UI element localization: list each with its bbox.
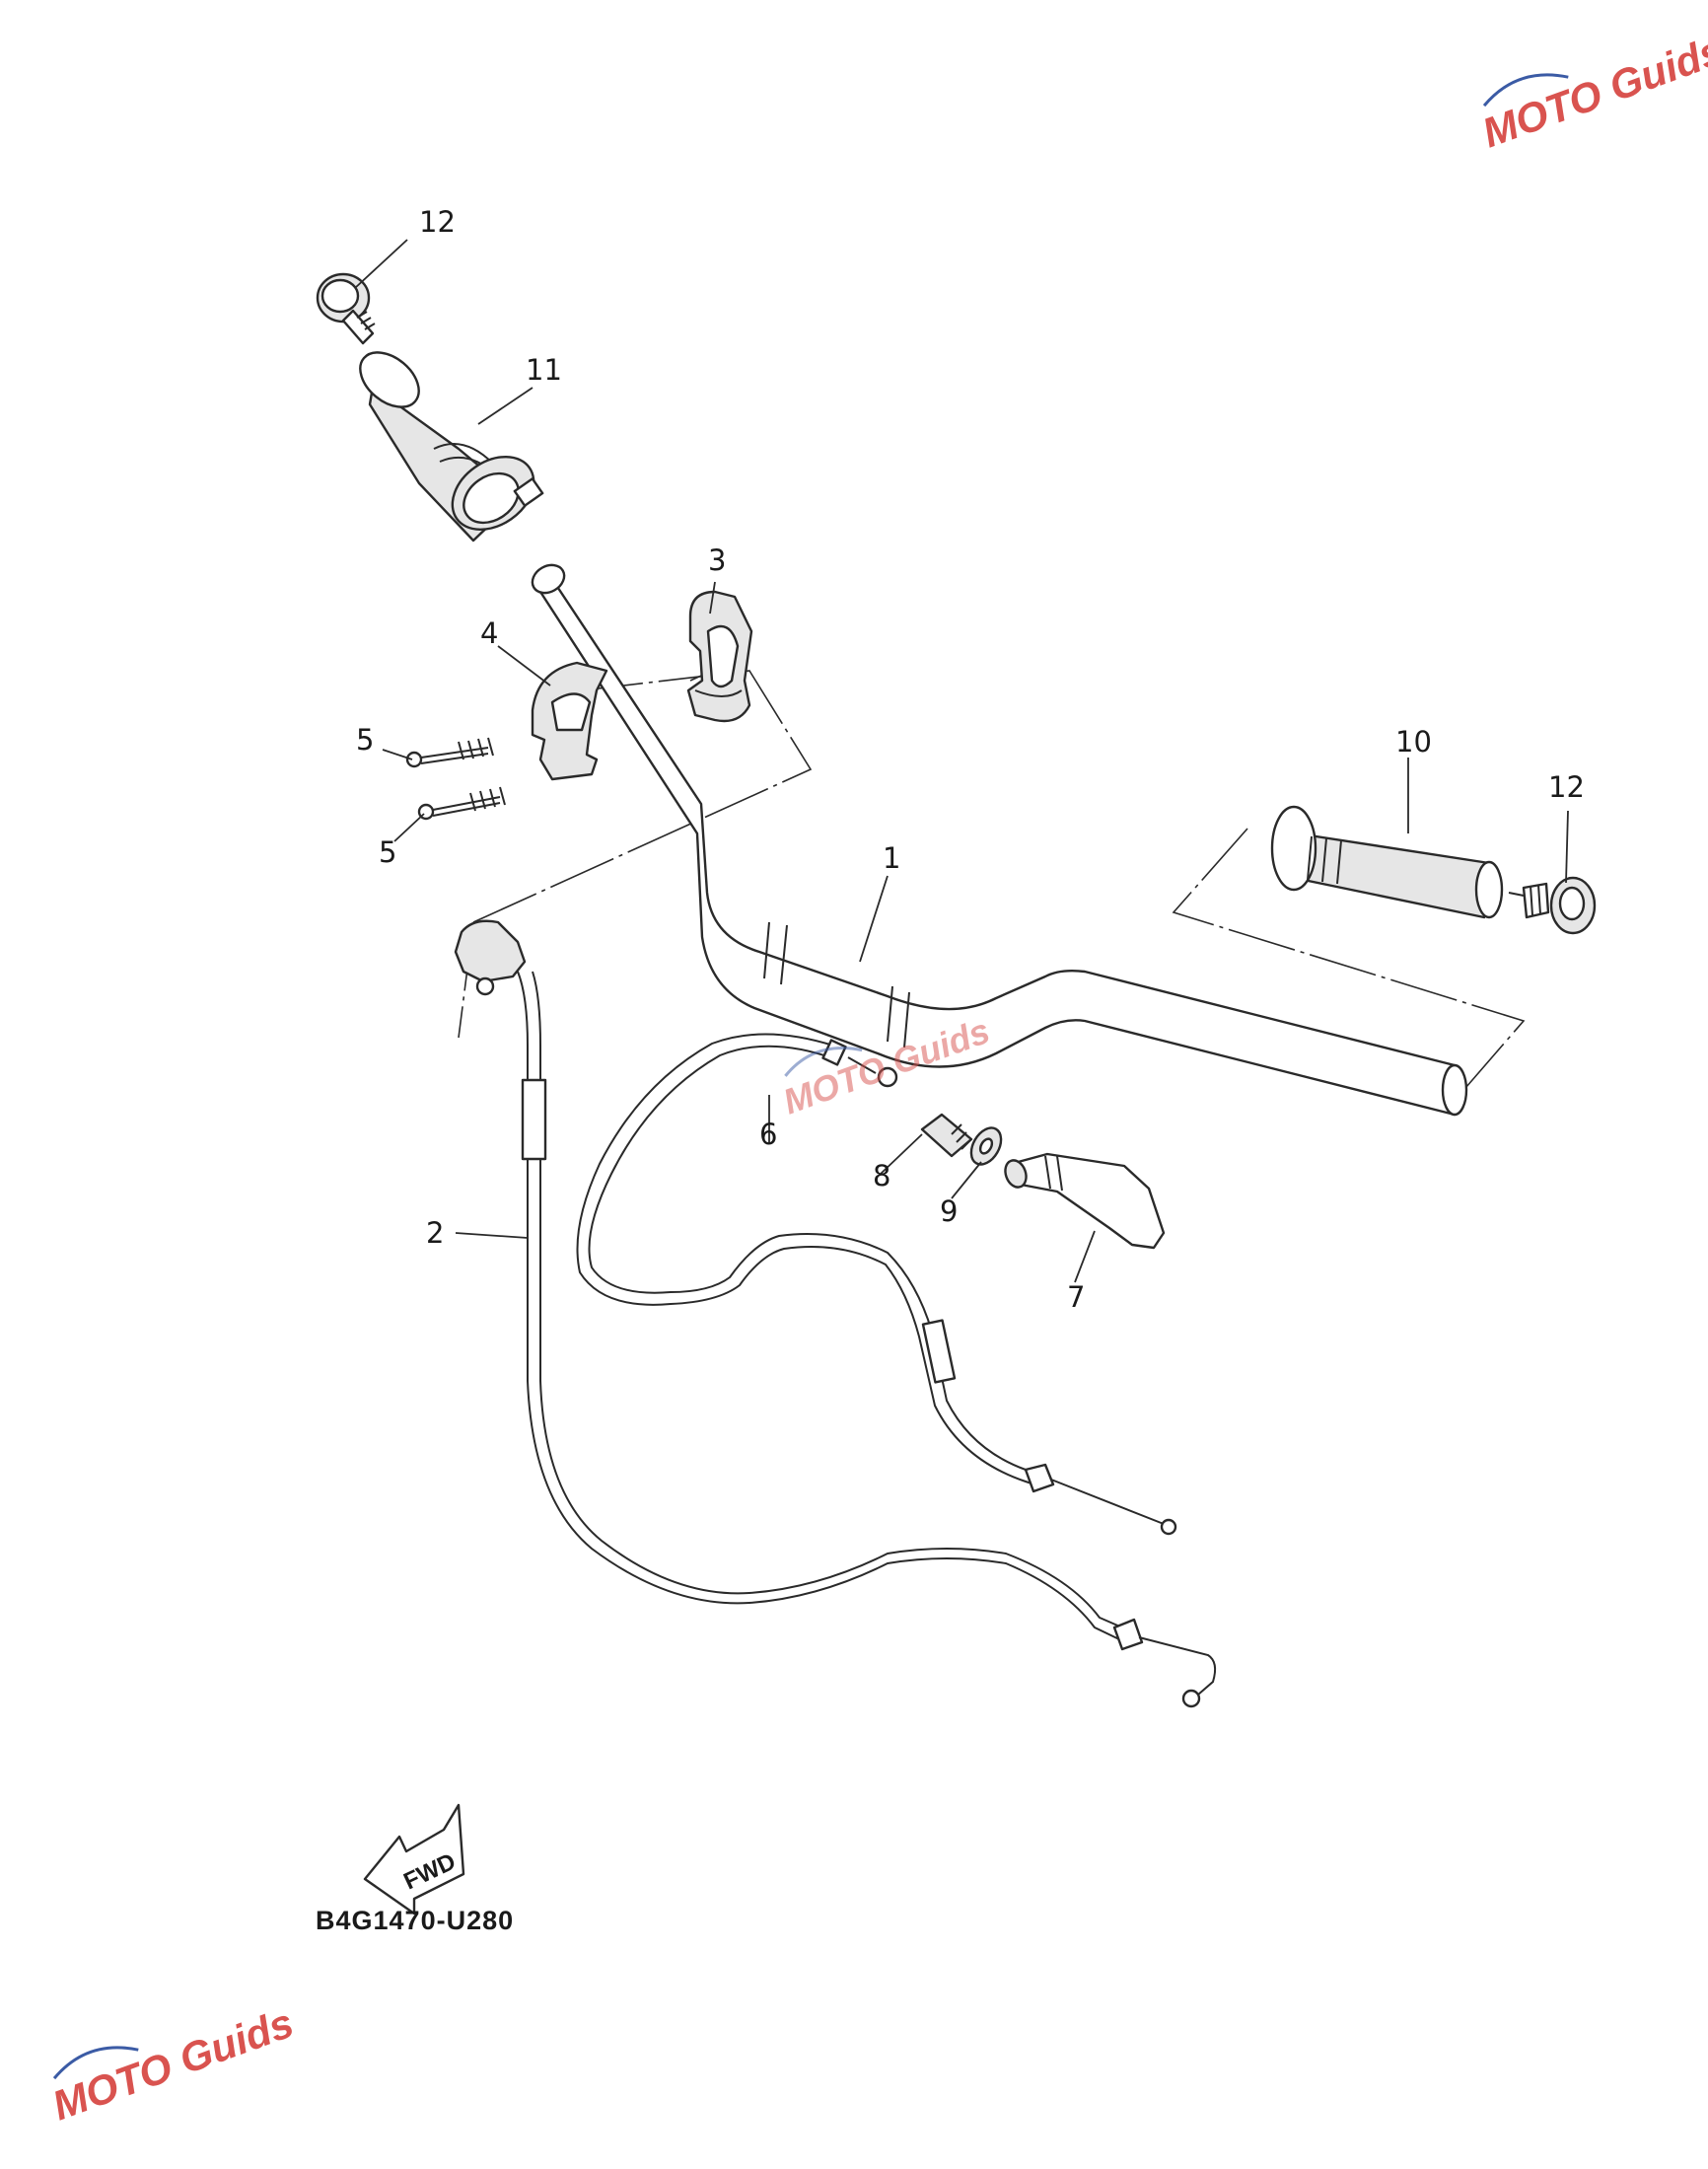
callout-6: 6 [759, 1118, 777, 1151]
throttle-housing-upper [686, 590, 753, 723]
bar-end-left [316, 272, 376, 345]
callout-1: 1 [883, 841, 900, 875]
watermark-swoosh-icon [1482, 73, 1569, 108]
callout-8: 8 [873, 1159, 890, 1193]
callout-9: 9 [940, 1194, 958, 1228]
screw-knob [920, 1113, 973, 1158]
callout-leaders [354, 239, 1569, 1283]
callout-labels: 12 11 3 4 5 5 1 10 12 6 8 9 7 2 [356, 205, 1585, 1314]
handlebar [531, 563, 1468, 1117]
callout-12-left: 12 [419, 205, 456, 239]
starter-cable [576, 1033, 1177, 1536]
watermark-top-right: MOTO Guids [1476, 27, 1708, 157]
callout-10: 10 [1395, 725, 1432, 759]
watermark-swoosh-icon [784, 1047, 863, 1077]
grip-left [1270, 805, 1504, 919]
callout-3: 3 [708, 543, 726, 577]
callout-11: 11 [526, 353, 562, 387]
watermark-text: MOTO Guids [1476, 27, 1708, 157]
callout-2: 2 [426, 1216, 444, 1250]
callout-5-upper: 5 [356, 723, 374, 757]
watermark-swoosh-icon [52, 2046, 139, 2080]
callout-5-lower: 5 [379, 835, 396, 869]
diagram-code: B4G1470-U280 [316, 1906, 514, 1935]
forward-arrow: FWD [363, 1803, 465, 1916]
throttle-grip [359, 351, 544, 542]
washer [969, 1126, 1003, 1166]
bar-end-right [1508, 876, 1597, 935]
callout-7: 7 [1067, 1280, 1085, 1314]
callout-4: 4 [480, 616, 498, 650]
callout-12-right: 12 [1548, 770, 1585, 804]
choke-lever [1004, 1152, 1166, 1250]
watermark-bottom-left: MOTO Guids [46, 1999, 300, 2130]
throttle-housing-lower [531, 661, 608, 781]
throttle-cable [454, 919, 1217, 1708]
watermark-text: MOTO Guids [46, 1999, 300, 2130]
screw-lower [417, 786, 506, 821]
screw-upper [405, 737, 494, 768]
